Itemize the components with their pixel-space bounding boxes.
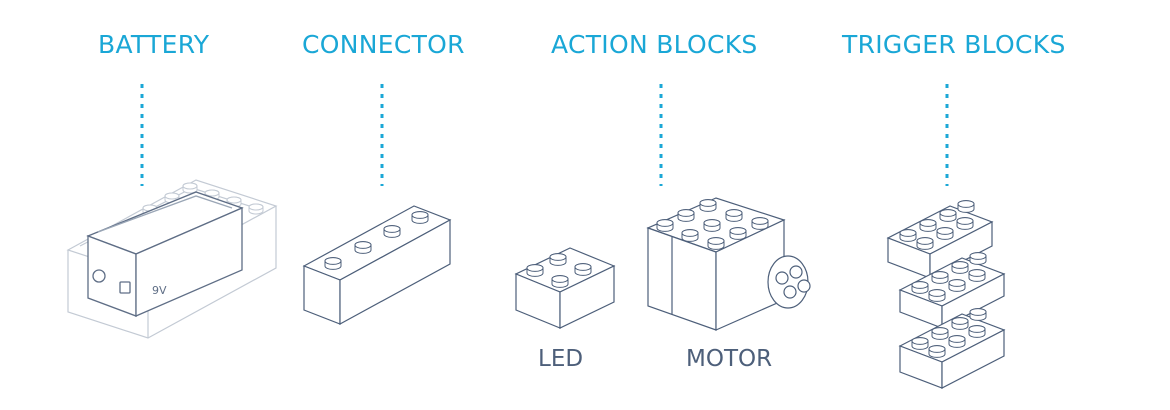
led-illustration <box>514 247 616 329</box>
trigger-block-top <box>886 200 994 279</box>
trigger-blocks-title: TRIGGER BLOCKS <box>842 30 1066 59</box>
battery-illustration: 9V <box>66 179 278 339</box>
battery-title: BATTERY <box>98 30 210 59</box>
trigger-block-middle <box>898 252 1006 329</box>
leader-lines <box>140 84 949 186</box>
led-label: LED <box>538 346 584 372</box>
action-blocks-title: ACTION BLOCKS <box>551 30 758 59</box>
motor-illustration <box>646 197 811 331</box>
motor-label: MOTOR <box>686 346 773 372</box>
battery-voltage-text: 9V <box>152 284 167 297</box>
battery-cell: 9V <box>86 191 244 317</box>
connector-title: CONNECTOR <box>302 30 465 59</box>
trigger-block-bottom <box>898 308 1006 389</box>
